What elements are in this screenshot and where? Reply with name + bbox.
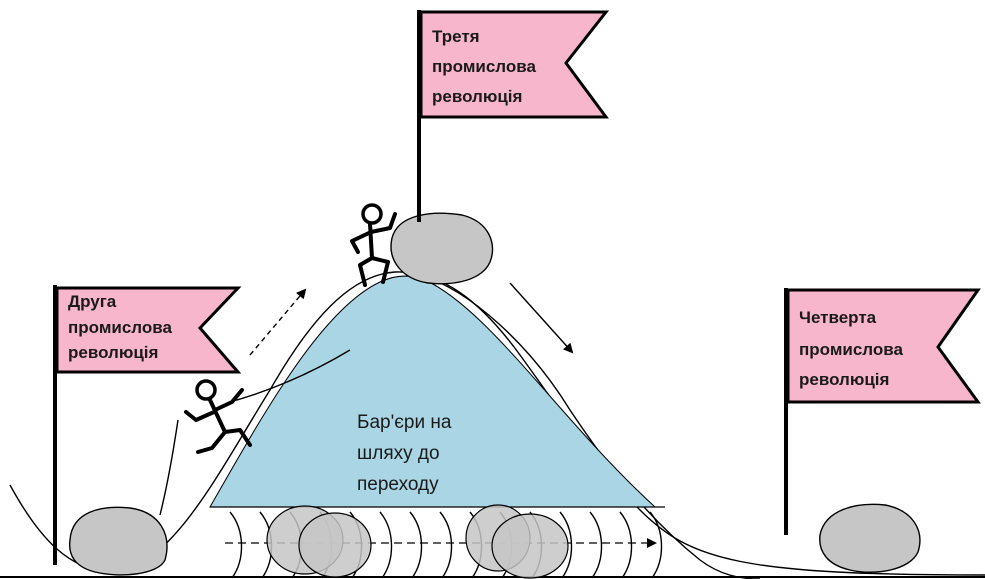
trajectory-line-climb — [229, 349, 351, 403]
trajectory-line-left — [159, 419, 179, 516]
flag-third-revolution: Третя промислова революція — [419, 10, 610, 119]
barrier-hill — [209, 275, 657, 508]
flag-third-line-3: революція — [432, 87, 522, 106]
barrier-line-2: шляху до — [357, 443, 440, 464]
barrier-line-3: переходу — [357, 474, 439, 495]
flag-second-line-1: Друга — [68, 292, 117, 311]
arrow-icon — [249, 288, 307, 356]
tunnel-stones — [266, 504, 569, 579]
stone-icon — [390, 212, 494, 285]
flag-fourth-line-3: революція — [799, 370, 889, 389]
flag-second-revolution: Друга промислова революція — [55, 286, 242, 374]
barrier-line-1: Бар'єри на — [357, 412, 452, 433]
flag-third-line-2: промислова — [432, 57, 536, 76]
flag-third-line-1: Третя — [432, 27, 480, 46]
barrier-label: Бар'єри на шляху до переходу — [357, 412, 452, 495]
flag-second-line-3: революція — [68, 343, 158, 362]
stone-icon — [491, 513, 569, 579]
flag-fourth-line-2: промислова — [799, 340, 903, 359]
stone-icon — [298, 512, 372, 578]
flag-second-line-2: промислова — [68, 318, 172, 337]
stone-icon — [819, 503, 921, 573]
arrow-icon — [509, 282, 574, 354]
flag-fourth-line-1: Четверта — [799, 308, 877, 327]
stick-figure-running-icon — [184, 379, 252, 454]
flag-fourth-revolution: Четверта промислова революція — [786, 288, 981, 404]
stick-figure-climbing-icon — [350, 203, 397, 287]
stone-icon — [68, 506, 168, 576]
